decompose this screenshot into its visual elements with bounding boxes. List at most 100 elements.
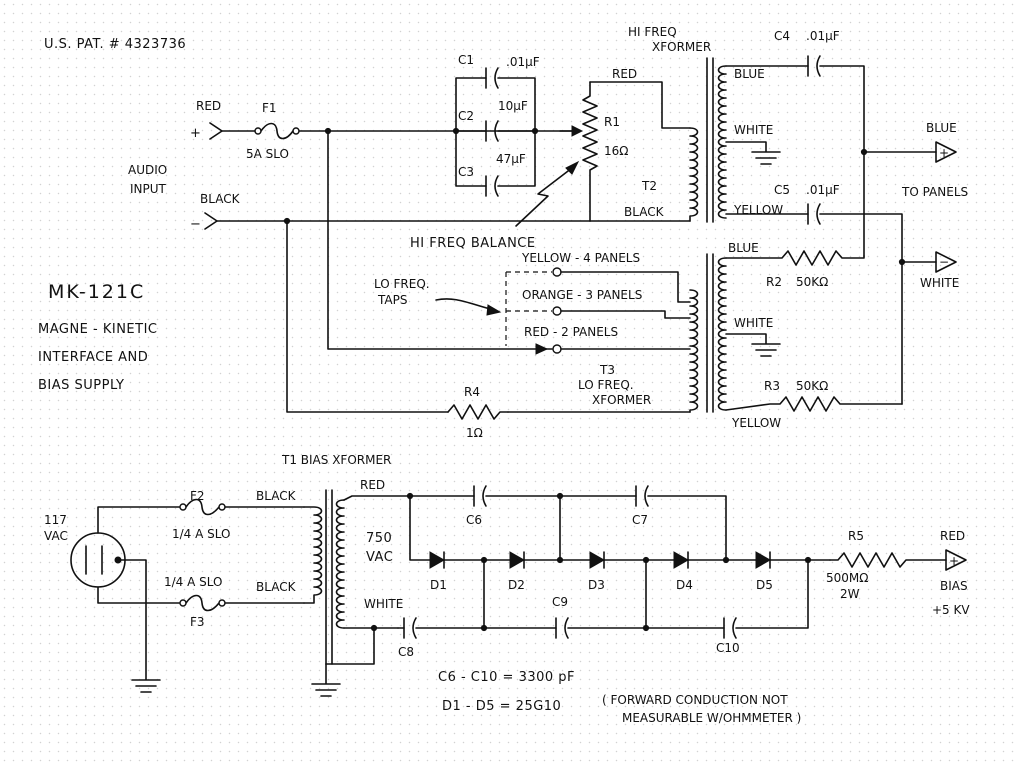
r3-value: 50KΩ	[796, 379, 828, 393]
note-diode-warning-1: ( FORWARD CONDUCTION NOT	[602, 693, 788, 707]
fuse-f3-value: 1/4 A SLO	[164, 575, 222, 589]
tap-orange-label: ORANGE - 3 PANELS	[522, 288, 642, 302]
bias-output-plus: +	[949, 554, 959, 568]
output-white-label: WHITE	[920, 276, 959, 290]
c5-value: .01μF	[806, 183, 840, 197]
t2-blue-label: BLUE	[734, 67, 765, 81]
d1-label: D1	[430, 578, 447, 592]
fuse-f2-value: 1/4 A SLO	[172, 527, 230, 541]
mains-voltage-2: VAC	[44, 529, 68, 543]
t1-black-bottom: BLACK	[256, 580, 297, 594]
mains-voltage-1: 117	[44, 513, 67, 527]
t1-secondary-1: 750	[366, 531, 392, 546]
description-line-3: BIAS SUPPLY	[38, 378, 124, 393]
t3-title-1: LO FREQ.	[578, 378, 634, 392]
note-diodes: D1 - D5 = 25G10	[442, 699, 561, 714]
component-notes: C6 - C10 = 3300 pF D1 - D5 = 25G10 ( FOR…	[438, 670, 801, 725]
description-line-2: INTERFACE AND	[38, 350, 148, 365]
capacitor-bank-c1-c3: C1 .01μF C2 10μF C3 47μF	[452, 53, 540, 197]
c10-label: C10	[716, 641, 740, 655]
tap-red-label: RED - 2 PANELS	[524, 325, 618, 339]
output-white-minus: −	[939, 255, 949, 269]
t3-title-2: XFORMER	[592, 393, 651, 407]
patent-number: U.S. PAT. # 4323736	[44, 37, 186, 52]
d5-label: D5	[756, 578, 773, 592]
t3-yellow-label: YELLOW	[731, 416, 781, 430]
wire-red-down	[327, 130, 553, 350]
resistor-r5: R5 500MΩ 2W	[826, 529, 947, 601]
c8-label: C8	[398, 645, 414, 659]
model-number: MK-121C	[48, 281, 145, 303]
input-red-terminal	[209, 122, 223, 140]
bias-output: + RED BIAS +5 KV	[932, 529, 970, 617]
note-diode-warning-2: MEASURABLE W/OHMMETER )	[622, 711, 801, 725]
c2-label: C2	[458, 109, 474, 123]
tap-yellow-label: YELLOW - 4 PANELS	[521, 251, 640, 265]
description-line-1: MAGNE - KINETIC	[38, 322, 158, 337]
lo-freq-taps-label-1: LO FREQ.	[374, 277, 430, 291]
wire-black-r4	[286, 220, 449, 413]
input-minus-sign: −	[190, 217, 201, 232]
t2-label: T2	[641, 179, 657, 193]
r5-power: 2W	[840, 587, 860, 601]
c1-label: C1	[458, 53, 474, 67]
r1-red-label: RED	[612, 67, 637, 81]
audio-input: AUDIO INPUT RED BLACK + −	[128, 99, 241, 232]
bias-output-label: BIAS	[940, 579, 968, 593]
input-black-terminal	[204, 212, 218, 230]
r3-label: R3	[764, 379, 780, 393]
c3-label: C3	[458, 165, 474, 179]
mains-plug: 117 VAC	[44, 506, 181, 693]
r4-label: R4	[464, 385, 480, 399]
r5-label: R5	[848, 529, 864, 543]
d4-label: D4	[676, 578, 693, 592]
r5-value: 500MΩ	[826, 571, 868, 585]
r2-value: 50KΩ	[796, 275, 828, 289]
t3-label: T3	[599, 363, 615, 377]
c4-value: .01μF	[806, 29, 840, 43]
lo-freq-taps-label-2: TAPS	[377, 293, 407, 307]
t3-white-label: WHITE	[734, 316, 773, 330]
input-black-label: BLACK	[200, 192, 241, 206]
r2-label: R2	[766, 275, 782, 289]
t3-blue-label: BLUE	[728, 241, 759, 255]
t2-title-2: XFORMER	[652, 40, 711, 54]
r1-label: R1	[604, 115, 620, 129]
bias-output-red: RED	[940, 529, 965, 543]
t2-black-label: BLACK	[624, 205, 665, 219]
d3-label: D3	[588, 578, 605, 592]
audio-input-label-2: INPUT	[130, 182, 167, 196]
t1-black-top: BLACK	[256, 489, 297, 503]
note-capacitors: C6 - C10 = 3300 pF	[438, 670, 575, 685]
t2-title-1: HI FREQ	[628, 25, 677, 39]
fuse-f3: 1/4 A SLO F3 BLACK	[164, 575, 305, 629]
t2-white-label: WHITE	[734, 123, 773, 137]
output-blue-label: BLUE	[926, 121, 957, 135]
output-blue-plus: +	[939, 146, 949, 160]
panel-outputs: + BLUE TO PANELS − WHITE	[860, 121, 968, 290]
c6-label: C6	[466, 513, 482, 527]
capacitor-c4: C4 .01μF	[725, 29, 865, 257]
c4-label: C4	[774, 29, 790, 43]
c1-value: .01μF	[506, 55, 540, 69]
transformer-t3: YELLOW - 4 PANELS ORANGE - 3 PANELS RED …	[374, 241, 781, 430]
capacitor-c5: C5 .01μF	[725, 183, 903, 405]
t1-title: T1 BIAS XFORMER	[281, 453, 391, 467]
resistor-r3: R3 50KΩ	[725, 379, 903, 412]
resistor-r2: R2 50KΩ	[725, 250, 865, 289]
fuse-f1-value: 5A SLO	[246, 147, 289, 161]
audio-input-label-1: AUDIO	[128, 163, 167, 177]
d2-label: D2	[508, 578, 525, 592]
transformer-t1: RED WHITE 750 VAC	[303, 478, 411, 697]
r4-value: 1Ω	[466, 426, 483, 440]
t1-white-label: WHITE	[364, 597, 403, 611]
c9-label: C9	[552, 595, 568, 609]
fuse-f1-label: F1	[262, 101, 277, 115]
c5-label: C5	[774, 183, 790, 197]
fuse-f3-label: F3	[190, 615, 205, 629]
c3-value: 47μF	[496, 152, 526, 166]
input-red-label: RED	[196, 99, 221, 113]
bias-output-voltage: +5 KV	[932, 603, 970, 617]
